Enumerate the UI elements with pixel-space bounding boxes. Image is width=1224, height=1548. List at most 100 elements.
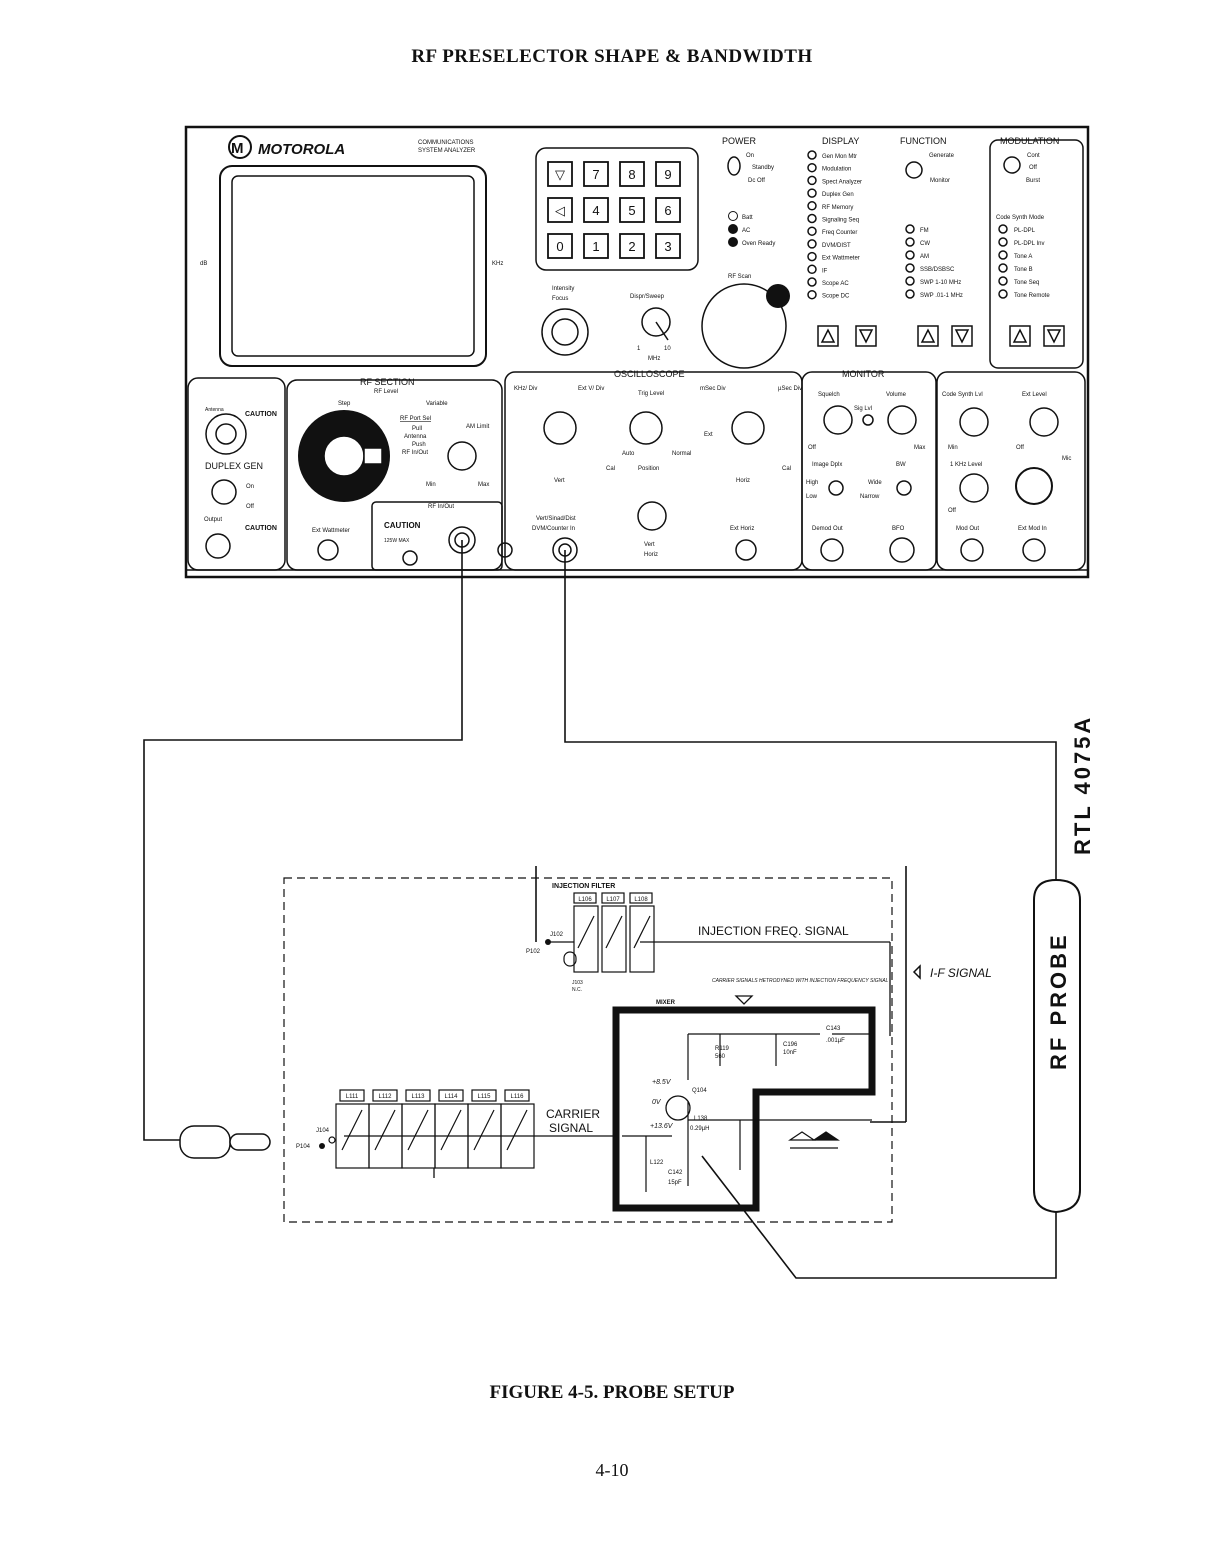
bfo-knob[interactable]	[889, 537, 915, 563]
ground-terminal[interactable]	[402, 550, 418, 566]
ext-level-knob[interactable]	[1029, 407, 1059, 437]
r119-label: R119	[715, 1046, 730, 1052]
function-select-button[interactable]	[905, 224, 915, 234]
display-select-button[interactable]	[807, 162, 817, 173]
display-up-button[interactable]	[817, 325, 839, 347]
keypad-key-label: 7	[592, 167, 599, 182]
ext-mod-in-connector[interactable]	[1022, 538, 1046, 562]
ext-v-div-label: Ext V/ Div	[578, 386, 604, 392]
screen-db-label: dB	[200, 261, 207, 267]
svg-text:M: M	[231, 140, 244, 157]
modulation-select-button[interactable]	[998, 224, 1008, 234]
rf-scan-knob[interactable]	[701, 283, 787, 369]
demod-out-connector[interactable]	[820, 538, 844, 562]
am-limit-knob[interactable]	[447, 441, 477, 471]
coax-plug	[179, 1125, 271, 1159]
function-select-button[interactable]	[905, 276, 915, 286]
output-connector[interactable]	[205, 533, 231, 559]
sweep-knob[interactable]	[641, 307, 671, 337]
function-down-button[interactable]	[951, 325, 973, 347]
khz-level-knob[interactable]	[959, 473, 989, 503]
trig-level-knob[interactable]	[629, 411, 663, 445]
squelch-knob[interactable]	[823, 405, 853, 435]
coil-label-box	[471, 1089, 497, 1102]
display-select-button[interactable]	[807, 277, 817, 287]
keypad-key[interactable]	[655, 197, 681, 223]
bw-switch[interactable]	[896, 480, 912, 496]
monitor-panel	[801, 371, 937, 571]
function-select-button[interactable]	[905, 250, 915, 260]
keypad-key[interactable]	[619, 197, 645, 223]
display-select-button[interactable]	[807, 264, 817, 275]
keypad-key[interactable]	[655, 233, 681, 259]
antenna-label: Antenna	[205, 407, 224, 413]
keypad-key[interactable]	[619, 233, 645, 259]
function-up-button[interactable]	[917, 325, 939, 347]
c196-value: 10nF	[783, 1050, 797, 1056]
keypad-key[interactable]	[583, 197, 609, 223]
vert-knob[interactable]	[543, 411, 577, 445]
function-select-button[interactable]	[905, 237, 915, 247]
display-select-button[interactable]	[807, 188, 817, 198]
modulation-select-button[interactable]	[998, 263, 1008, 273]
modulation-select-button[interactable]	[998, 289, 1008, 299]
probe-tip-cable	[701, 1155, 1057, 1279]
image-dplx-switch[interactable]	[828, 480, 844, 496]
c142-value: 15pF	[668, 1180, 682, 1186]
bw-label: BW	[896, 462, 906, 468]
keypad-key[interactable]	[547, 161, 573, 187]
display-item-label: RF Memory	[822, 205, 853, 211]
rf-in-out-label: RF In/Out	[428, 504, 454, 510]
coil-label-box	[339, 1089, 365, 1102]
indicator-lamp	[728, 211, 738, 221]
volume-knob[interactable]	[887, 405, 917, 435]
antenna-caution: CAUTION	[245, 411, 277, 418]
power-on-label: On	[746, 153, 754, 159]
display-select-button[interactable]	[807, 175, 817, 186]
function-select-button[interactable]	[905, 263, 915, 273]
mod-out-connector[interactable]	[960, 538, 984, 562]
keypad-key[interactable]	[547, 197, 573, 223]
v13-label: +13.6V	[650, 1123, 674, 1130]
antenna-connector[interactable]	[205, 413, 247, 455]
display-select-button[interactable]	[807, 213, 817, 224]
display-select-button[interactable]	[807, 201, 817, 211]
position-knob[interactable]	[637, 501, 667, 531]
horiz-knob[interactable]	[731, 411, 765, 445]
keypad-key[interactable]	[547, 233, 573, 259]
c142-label: C142	[668, 1170, 683, 1176]
modulation-switch-icon[interactable]	[1003, 156, 1021, 174]
ext-horiz-connector[interactable]	[735, 539, 757, 561]
keypad-key[interactable]	[583, 161, 609, 187]
modulation-item-label: PL-DPL	[1014, 228, 1036, 234]
display-select-button[interactable]	[807, 251, 817, 262]
focus-knob[interactable]	[541, 308, 589, 356]
ext-wattmeter-connector[interactable]	[317, 539, 339, 561]
function-select-button[interactable]	[905, 289, 915, 299]
display-down-button[interactable]	[855, 325, 877, 347]
duplex-gen-switch[interactable]	[211, 479, 237, 505]
rf-scan-handle[interactable]	[766, 284, 790, 308]
chassis-ground-terminal[interactable]	[497, 542, 513, 558]
display-select-button[interactable]	[807, 150, 817, 160]
power-toggle-icon[interactable]	[727, 156, 741, 176]
modulation-down-button[interactable]	[1043, 325, 1065, 347]
keypad-key-label: 0	[556, 239, 563, 254]
modulation-select-button[interactable]	[998, 276, 1008, 286]
display-select-button[interactable]	[807, 226, 817, 236]
code-synth-lvl-knob[interactable]	[959, 407, 989, 437]
modulation-select-button[interactable]	[998, 237, 1008, 247]
modulation-up-button[interactable]	[1009, 325, 1031, 347]
duplex-on-label: On	[246, 484, 254, 490]
keypad-key[interactable]	[619, 161, 645, 187]
display-select-button[interactable]	[807, 239, 817, 249]
page-number: 4-10	[595, 1460, 629, 1480]
display-select-button[interactable]	[807, 289, 817, 300]
signal-direction-icon	[788, 1131, 840, 1149]
keypad-key[interactable]	[583, 233, 609, 259]
modulation-select-button[interactable]	[998, 250, 1008, 260]
modulation-header: MODULATION	[1000, 136, 1059, 146]
function-switch-icon[interactable]	[905, 161, 923, 179]
keypad-key[interactable]	[655, 161, 681, 187]
mic-connector[interactable]	[1015, 467, 1053, 505]
